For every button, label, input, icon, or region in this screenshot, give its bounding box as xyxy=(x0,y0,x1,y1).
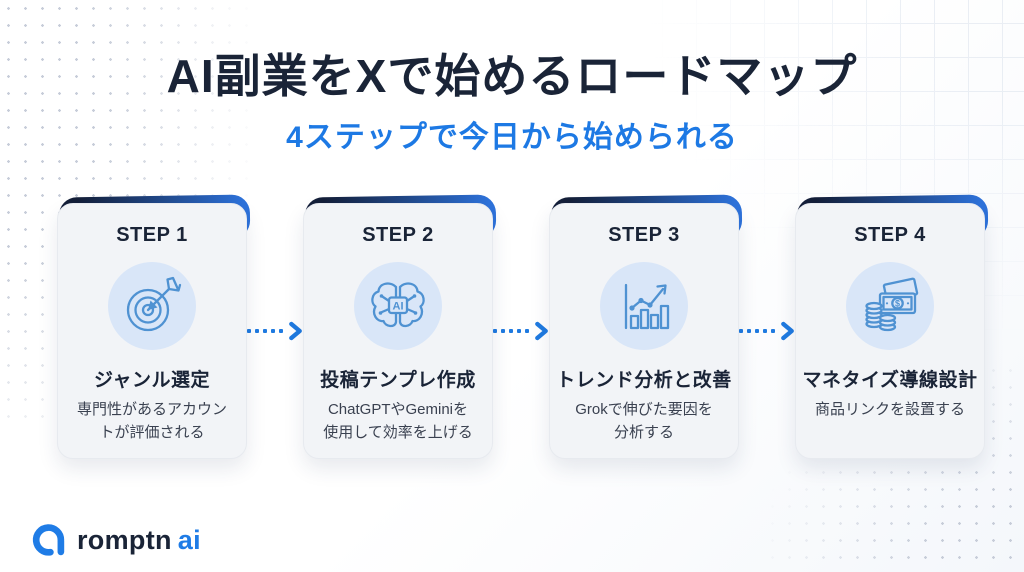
step-card-2: STEP 2 AI 投稿テンプレ作成 ChatGPTやG xyxy=(303,194,497,459)
ai-chip-label: AI xyxy=(393,301,404,313)
dollar-sign-label: $ xyxy=(895,299,900,309)
dotted-arrow-right-icon xyxy=(739,321,795,341)
page-title: AI副業をXで始めるロードマップ xyxy=(166,50,858,102)
step-card-3: STEP 3 トレンド分析と改善 xyxy=(549,194,743,459)
step-description: 専門性があるアカウン トが評価される xyxy=(76,401,227,441)
step-title: マネタイズ導線設計 xyxy=(802,370,978,391)
steps-row: STEP 1 ジャンル選定 専門性があるアカウン トが評価される xyxy=(57,194,989,459)
card-body: STEP 2 AI 投稿テンプレ作成 ChatGPTやG xyxy=(303,203,493,459)
dotted-arrow-right-icon xyxy=(493,321,549,341)
page-subtitle: 4ステップで今日から始められる xyxy=(286,121,738,154)
romptn-logo-mark-icon xyxy=(32,524,65,556)
step-label: STEP 4 xyxy=(854,224,926,246)
step-description: ChatGPTやGeminiを 使用して効率を上げる xyxy=(323,401,473,441)
target-icon xyxy=(108,262,196,350)
step-label: STEP 2 xyxy=(362,224,434,246)
step-title: トレンド分析と改善 xyxy=(556,370,732,391)
trend-chart-icon xyxy=(600,262,688,350)
step-description: Grokで伸びた要因を 分析する xyxy=(575,401,713,441)
card-body: STEP 1 ジャンル選定 専門性があるアカウン トが評価される xyxy=(57,203,247,459)
dotted-arrow-right-icon xyxy=(247,321,303,341)
ai-brain-icon: AI xyxy=(354,262,442,350)
step-label: STEP 3 xyxy=(608,224,680,246)
money-icon: $ xyxy=(846,262,934,350)
step-title: 投稿テンプレ作成 xyxy=(320,370,476,391)
logo-name: romptn xyxy=(77,524,172,555)
step-card-4: STEP 4 $ xyxy=(795,194,989,459)
step-card-1: STEP 1 ジャンル選定 専門性があるアカウン トが評価される xyxy=(57,194,251,459)
step-label: STEP 1 xyxy=(116,224,188,246)
card-body: STEP 4 $ xyxy=(795,203,985,459)
card-body: STEP 3 トレンド分析と改善 xyxy=(549,203,739,459)
logo-suffix: ai xyxy=(177,524,201,555)
step-title: ジャンル選定 xyxy=(93,370,211,391)
step-description: 商品リンクを設置する xyxy=(814,401,965,418)
